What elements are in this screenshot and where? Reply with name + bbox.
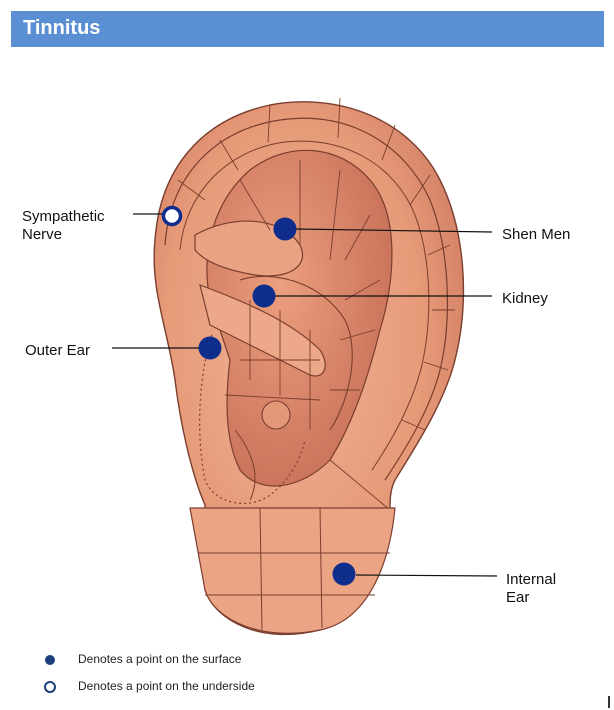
legend-underside-text: Denotes a point on the underside — [78, 679, 255, 693]
legend-underside-icon — [44, 681, 56, 693]
title-bar: Tinnitus — [11, 11, 604, 47]
point-outer-ear — [198, 336, 222, 360]
page-title: Tinnitus — [23, 17, 101, 39]
label-kidney: Kidney — [502, 290, 548, 307]
legend-surface-icon — [45, 655, 55, 665]
point-kidney — [252, 284, 276, 308]
label-sympathetic-nerve: Sympathetic Nerve — [22, 208, 105, 243]
point-shen-men — [273, 217, 297, 241]
point-sympathetic-nerve — [161, 205, 183, 227]
legend-surface-text: Denotes a point on the surface — [78, 652, 242, 666]
label-outer-ear: Outer Ear — [25, 342, 91, 359]
label-shen-men: Shen Men — [502, 226, 571, 243]
corner-mark — [608, 696, 610, 708]
point-internal-ear — [332, 562, 356, 586]
ear-lobe — [189, 507, 396, 634]
label-internal-ear: Internal Ear — [506, 571, 557, 606]
